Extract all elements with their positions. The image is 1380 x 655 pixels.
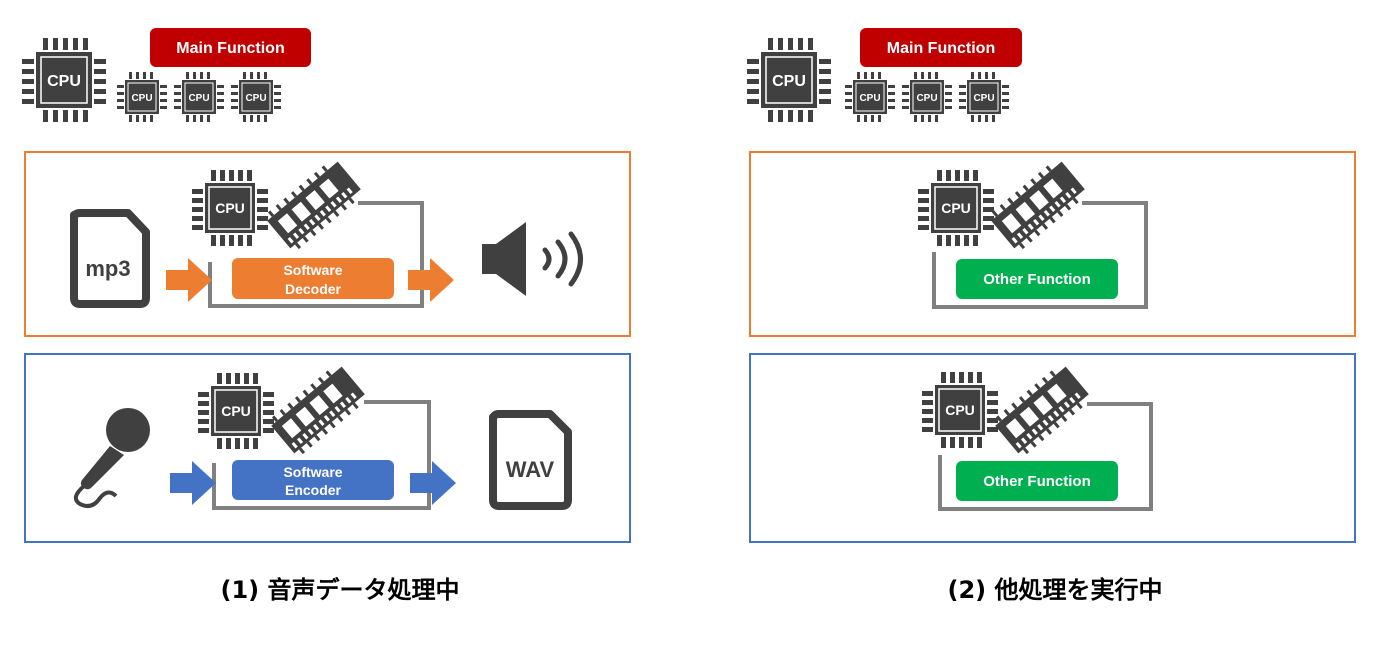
decoder-line2: Decoder (285, 281, 342, 297)
cpu-core-icon: CPU (173, 71, 225, 123)
other-function-panel-top: CPU Other Function (749, 151, 1356, 337)
decoder-panel: mp3 CPU Software Decoder (24, 151, 631, 337)
other-function-label: Other Function (983, 473, 1091, 490)
cpu-core-icon: CPU (901, 71, 953, 123)
other-function-panel-bottom: CPU Other Function (749, 353, 1356, 543)
decoder-line1: Software (283, 262, 342, 278)
left-section: CPU CPU CPU CPU Main Function mp3 CPU (21, 28, 631, 604)
encoder-panel: CPU Software Encoder WAV (24, 353, 631, 543)
cpu-core-label: CPU (131, 93, 152, 104)
other-function-box (956, 461, 1118, 501)
processing-loop (938, 402, 1153, 511)
wav-label: WAV (506, 457, 555, 482)
encoder-line1: Software (283, 464, 342, 480)
cpu-core-icon: CPU (116, 71, 168, 123)
core-icons: CPU CPU CPU (844, 71, 1010, 123)
processing-loop (932, 201, 1148, 309)
microphone-icon (73, 408, 150, 508)
other-function-label: Other Function (983, 271, 1091, 288)
software-encoder-box (232, 460, 394, 500)
left-caption: (1) 音声データ処理中 (221, 576, 460, 604)
encoder-cpu-label: CPU (221, 403, 251, 419)
top-cpu-label: CPU (941, 200, 971, 216)
software-decoder-box (232, 258, 394, 299)
decoder-cpu-icon: CPU (191, 169, 269, 247)
mp3-file-icon: mp3 (70, 209, 150, 308)
cpu-core-label: CPU (245, 93, 266, 104)
cpu-core-icon: CPU (958, 71, 1010, 123)
output-arrow-icon (410, 461, 456, 505)
right-section: CPU CPU CPU CPU Main Function CPU Other … (746, 28, 1356, 604)
input-arrow-icon (166, 258, 212, 302)
memory-icon (987, 157, 1089, 253)
memory-icon (267, 362, 369, 458)
core-icons: CPU CPU CPU (116, 71, 282, 123)
cpu-core-label: CPU (916, 93, 937, 104)
input-arrow-icon (170, 461, 216, 505)
encoder-cpu-icon: CPU (197, 372, 275, 450)
output-arrow-icon (408, 258, 454, 302)
speaker-icon (482, 222, 583, 296)
main-cpu-icon: CPU (746, 37, 832, 123)
bottom-cpu-label: CPU (945, 402, 975, 418)
main-cpu-icon: CPU (21, 37, 107, 123)
cpu-core-label: CPU (859, 93, 880, 104)
other-function-box (956, 259, 1118, 299)
right-caption: (2) 他処理を実行中 (948, 576, 1163, 604)
main-cpu-label: CPU (772, 73, 806, 90)
cpu-core-icon: CPU (844, 71, 896, 123)
main-function-pill: Main Function (860, 28, 1022, 67)
main-function-label: Main Function (887, 40, 995, 57)
memory-icon (991, 362, 1093, 458)
top-cpu-icon: CPU (917, 169, 995, 247)
memory-icon (263, 157, 365, 253)
wav-file-icon: WAV (489, 410, 572, 510)
cpu-core-icon: CPU (230, 71, 282, 123)
processing-loop (208, 201, 424, 308)
decoder-cpu-label: CPU (215, 200, 245, 216)
main-cpu-label: CPU (47, 73, 81, 90)
encoder-line2: Encoder (285, 482, 342, 498)
processing-loop (212, 400, 431, 510)
cpu-core-label: CPU (973, 93, 994, 104)
main-function-label: Main Function (176, 40, 284, 57)
mp3-label: mp3 (85, 256, 130, 281)
cpu-core-label: CPU (188, 93, 209, 104)
main-function-pill: Main Function (150, 28, 311, 67)
bottom-cpu-icon: CPU (921, 371, 999, 449)
